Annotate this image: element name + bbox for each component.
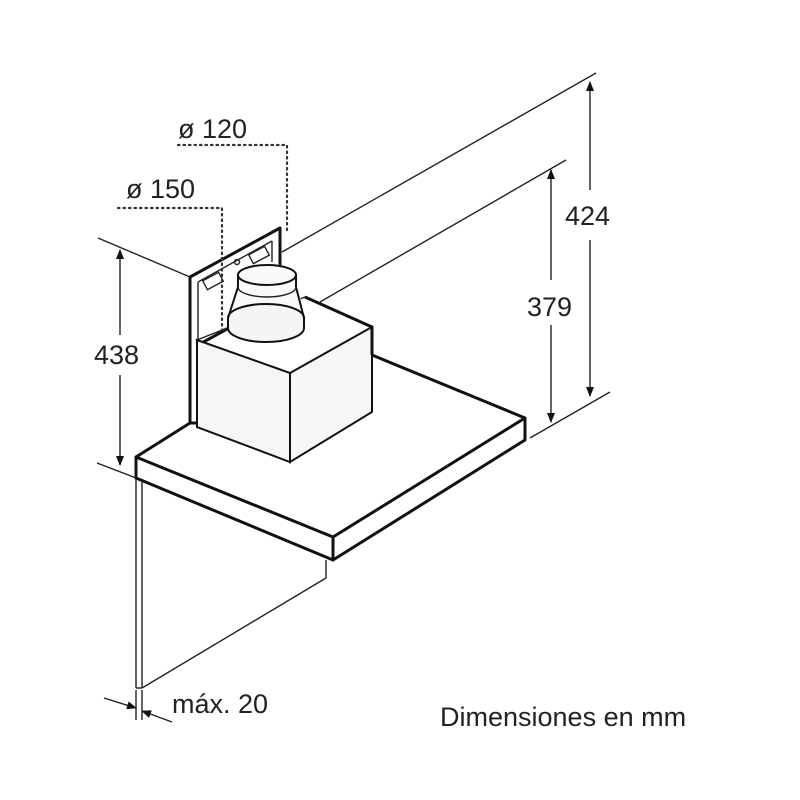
panel-slot-left bbox=[201, 271, 225, 291]
units-caption: Dimensiones en mm bbox=[440, 702, 686, 732]
diameter-leaders bbox=[116, 143, 289, 332]
wall-outline bbox=[135, 478, 327, 689]
wall-gap-label: máx. 20 bbox=[172, 689, 268, 719]
height-424-label: 424 bbox=[565, 201, 610, 231]
dimension-arrows bbox=[103, 81, 594, 723]
panel-slot-right bbox=[247, 245, 271, 265]
duct-120-label: ø 120 bbox=[178, 114, 247, 144]
extension-lines bbox=[96, 72, 611, 479]
duct-connector bbox=[227, 264, 305, 343]
height-379-label: 379 bbox=[527, 292, 572, 322]
duct-150-label: ø 150 bbox=[126, 174, 195, 204]
motor-box bbox=[195, 295, 374, 464]
height-438-label: 438 bbox=[94, 340, 139, 370]
hood-canopy bbox=[134, 353, 527, 562]
